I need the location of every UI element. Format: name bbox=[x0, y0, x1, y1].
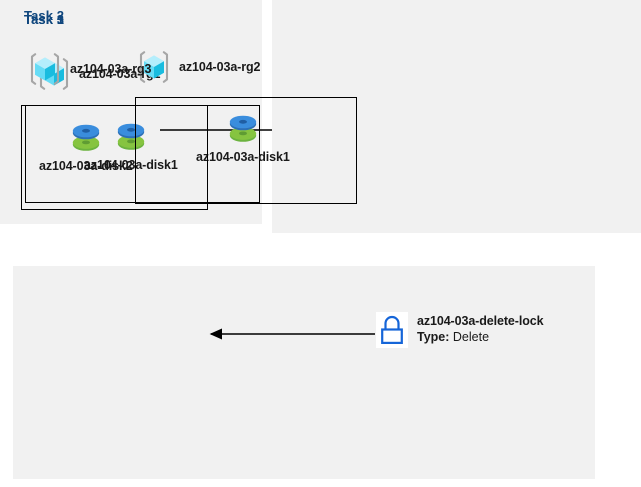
resource-group-icon bbox=[137, 50, 171, 84]
task-panel-task2 bbox=[272, 0, 641, 233]
delete-lock-type-key: Type: bbox=[417, 329, 450, 344]
task2-title: Task 2 bbox=[24, 8, 65, 23]
delete-lock-arrow bbox=[209, 328, 375, 340]
delete-lock-type-value: Delete bbox=[452, 329, 490, 344]
task3-disk: az104-03a-disk2 bbox=[39, 119, 133, 173]
disk-icon bbox=[226, 110, 260, 147]
task2-disk-label: az104-03a-disk1 bbox=[196, 150, 290, 164]
task1-disk-label: az104-03a-disk1 bbox=[84, 158, 178, 172]
task3-resource-group: az104-03a-rg3 bbox=[28, 52, 151, 86]
task3-disk-label: az104-03a-disk2 bbox=[39, 159, 133, 173]
task-panel-task3 bbox=[13, 266, 595, 479]
resource-group-icon bbox=[28, 52, 62, 86]
task3-resource-box bbox=[21, 105, 208, 210]
task3-resource-group-label: az104-03a-rg3 bbox=[70, 62, 152, 76]
disk-icon bbox=[69, 119, 103, 156]
task-panel-task1 bbox=[0, 0, 262, 224]
task3-delete-lock: az104-03a-delete-lock Type: Delete bbox=[376, 312, 544, 348]
task2-resource-group-label: az104-03a-rg2 bbox=[179, 60, 261, 74]
lock-icon bbox=[376, 312, 408, 348]
delete-lock-type-line: Type: Delete bbox=[417, 330, 543, 346]
task1-disk: az104-03a-disk1 bbox=[84, 118, 178, 172]
task2-disk: az104-03a-disk1 bbox=[196, 110, 290, 164]
delete-lock-label: az104-03a-delete-lock bbox=[417, 314, 544, 328]
task1-title: Task 1 bbox=[24, 12, 65, 27]
disk-icon bbox=[114, 118, 148, 155]
delete-lock-text-block: az104-03a-delete-lock Type: Delete bbox=[417, 314, 544, 346]
task3-title: Task 3 bbox=[24, 12, 65, 27]
task2-resource-box bbox=[135, 97, 357, 204]
task2-resource-group: az104-03a-rg2 bbox=[137, 50, 260, 84]
